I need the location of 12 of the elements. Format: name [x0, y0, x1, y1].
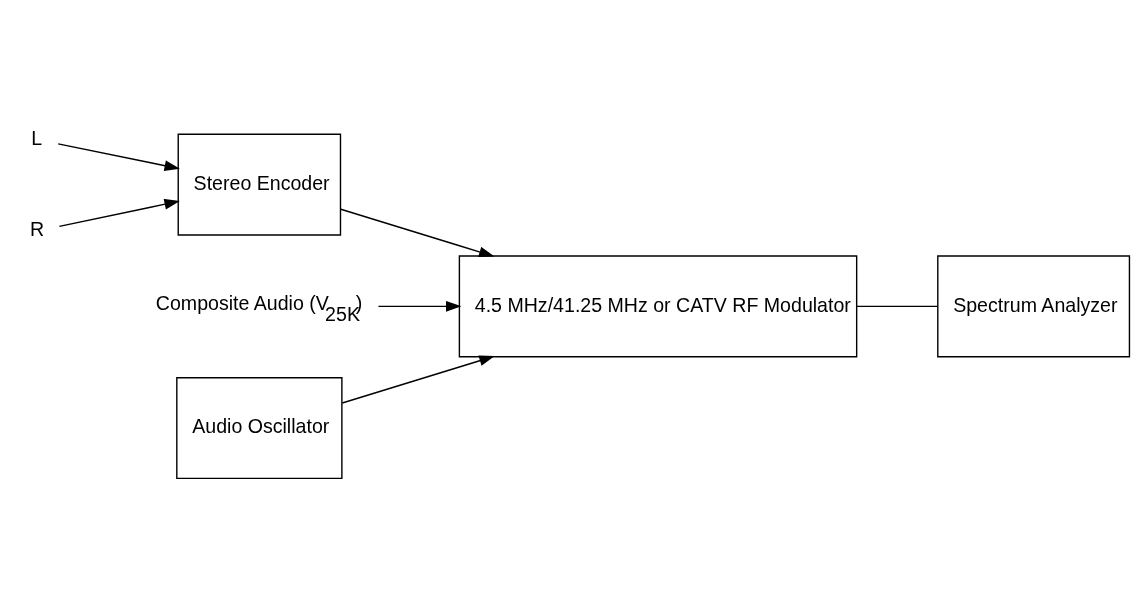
node-box: Spectrum Analyzer	[937, 254, 1131, 357]
node-box: 4.5 MHz/41.25 MHz or CATV RF Modulator	[458, 254, 858, 357]
arrow	[341, 355, 495, 404]
arrow	[57, 142, 180, 171]
arrow	[340, 208, 495, 257]
arrow	[58, 198, 180, 227]
arrow	[377, 300, 462, 312]
node-box: Stereo Encoder	[177, 133, 342, 236]
connector	[856, 305, 939, 307]
node-text: R	[29, 217, 45, 240]
node-text: L	[31, 126, 43, 149]
node-box: Audio Oscillator	[176, 376, 343, 479]
